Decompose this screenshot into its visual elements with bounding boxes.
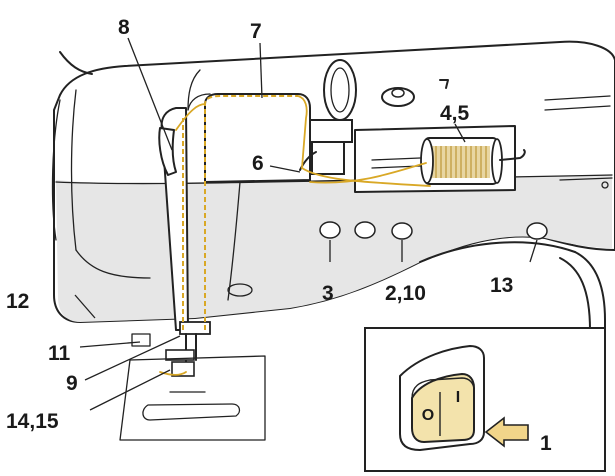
label-1: 1 [540,432,552,455]
needle-area [119,321,266,441]
thread-path [159,95,431,376]
label-8: 8 [118,16,130,39]
thread-guide-plate [187,93,311,183]
switch-on-mark: I [456,389,460,406]
label-9: 9 [66,372,78,395]
button-middle [354,221,376,239]
button-2-10 [391,222,413,240]
label-14-15: 14,15 [6,410,59,433]
leader-lines [74,37,538,411]
button-3 [319,221,341,239]
label-6: 6 [252,152,264,175]
arrow-left-icon [484,416,529,448]
switch-off-mark: O [422,407,434,424]
label-13: 13 [490,274,513,297]
label-12: 12 [6,290,29,313]
power-switch-icon: O I [411,372,475,444]
callout-labels: 8 7 6 4,5 3 2,10 13 12 11 9 14,15 1 [6,16,552,455]
spool-assembly [354,125,526,193]
bobbin-winder [299,59,449,175]
label-7: 7 [250,20,262,43]
label-3: 3 [322,282,334,305]
button-13 [526,222,548,240]
label-2-10: 2,10 [385,282,426,305]
label-11: 11 [48,342,71,365]
label-4-5: 4,5 [440,102,470,125]
front-buttons [319,221,548,240]
power-switch-inset: O I [364,327,606,472]
